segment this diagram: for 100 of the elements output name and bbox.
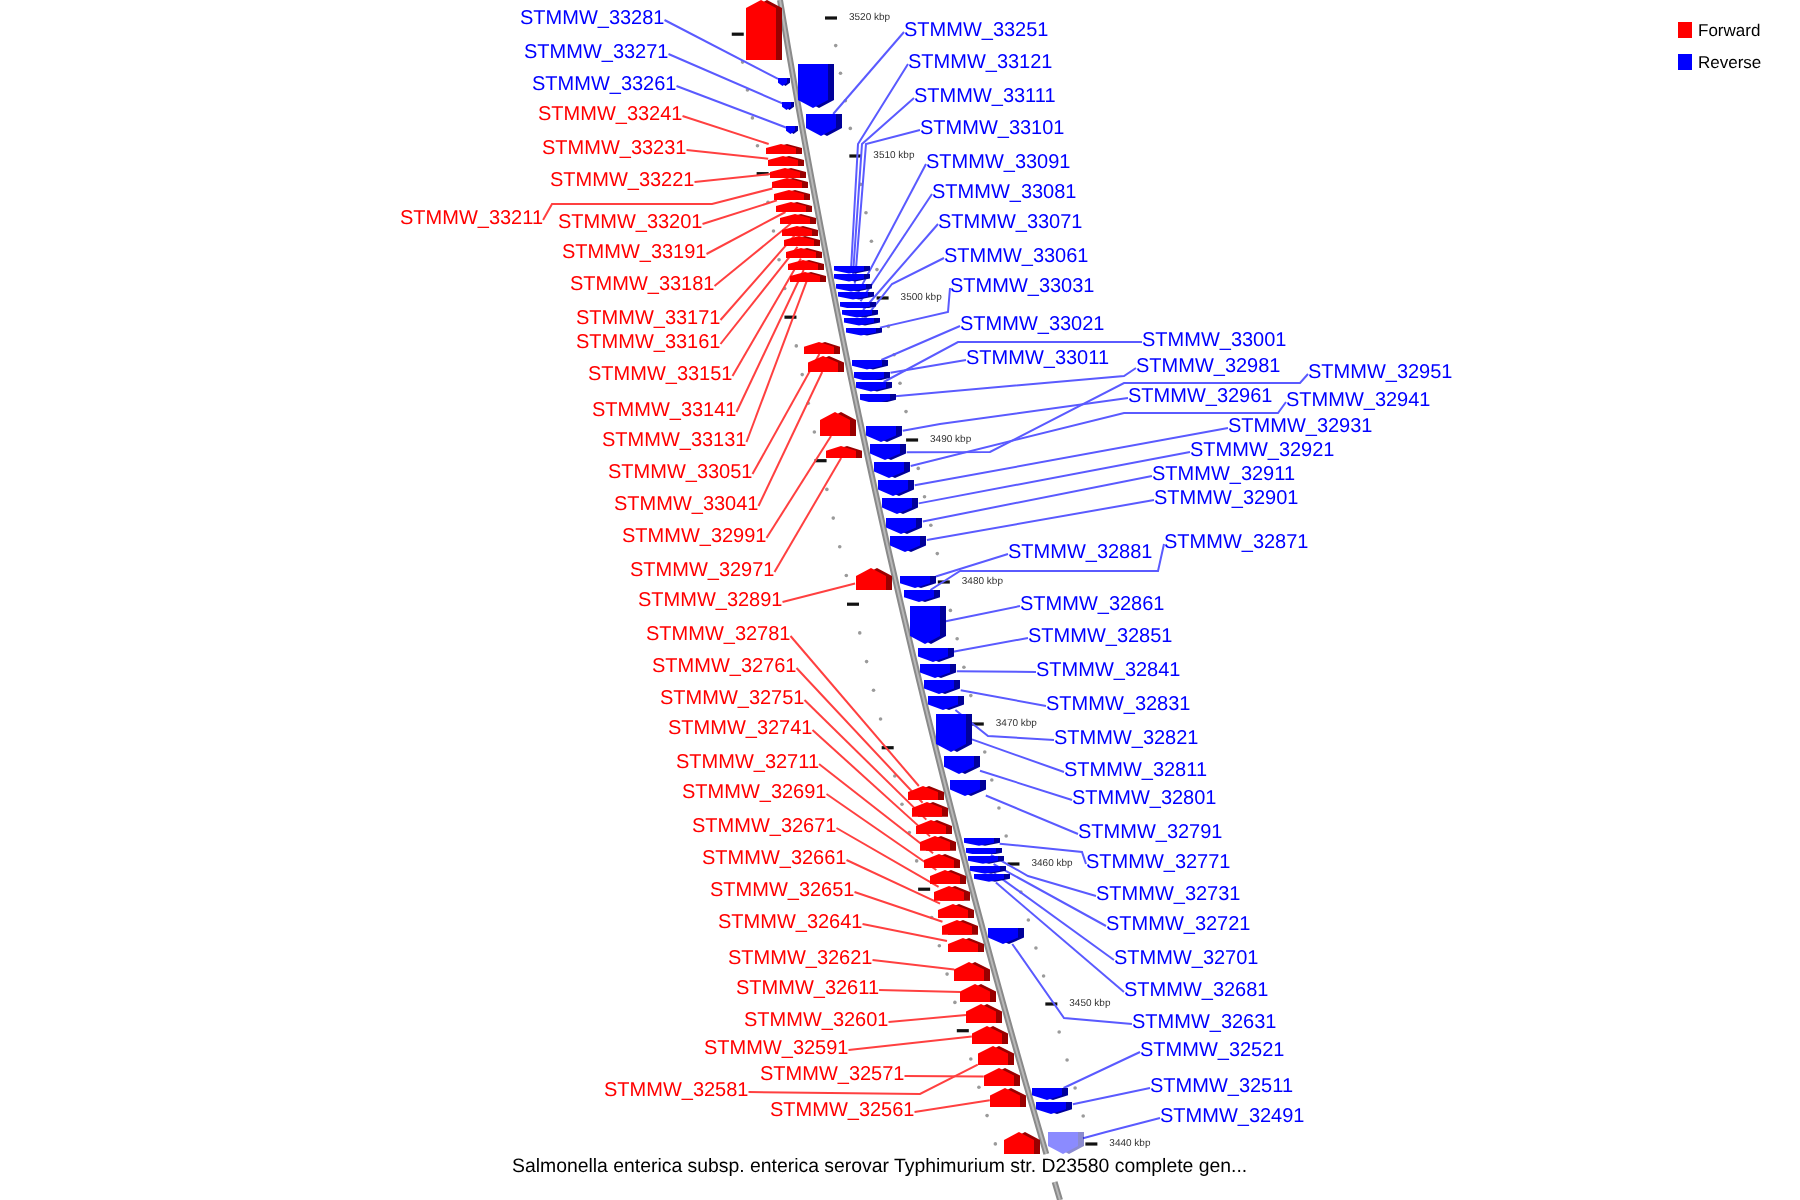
gene-label: STMMW_32731 <box>1096 884 1241 908</box>
gene-block <box>878 480 915 497</box>
gene-label: STMMW_33251 <box>904 20 1049 44</box>
leader-line <box>731 257 802 377</box>
gene-label: STMMW_32711 <box>676 752 820 776</box>
gene-block <box>971 1025 1008 1044</box>
gene-block <box>949 780 986 796</box>
leader-line <box>789 635 920 787</box>
leader-line <box>905 373 1309 454</box>
gene-label: STMMW_32741 <box>668 718 813 742</box>
gene-block <box>840 301 876 309</box>
gene-label: STMMW_33131 <box>602 430 747 454</box>
leader-line <box>882 341 1143 383</box>
gene-block <box>774 190 811 201</box>
leader-line <box>955 670 1037 673</box>
gene-label: STMMW_33001 <box>1142 330 1287 354</box>
leader-line <box>925 499 1155 541</box>
leader-line <box>880 325 961 361</box>
gene-label: STMMW_32931 <box>1228 416 1373 440</box>
gene-block <box>973 874 1010 883</box>
gene-block <box>790 271 827 282</box>
gene-block <box>915 819 952 835</box>
gene-block <box>854 371 891 381</box>
gene-label: STMMW_33201 <box>558 212 703 236</box>
gene-block <box>968 856 1005 865</box>
gene-block <box>845 327 882 336</box>
gene-block <box>785 248 822 259</box>
gene-block <box>770 167 807 178</box>
leader-line <box>803 699 928 821</box>
leader-line <box>719 245 799 345</box>
gene-block <box>928 696 965 710</box>
leader-line <box>903 1075 985 1078</box>
gene-label: STMMW_33071 <box>938 212 1083 236</box>
leader-line <box>795 667 924 804</box>
leader-line <box>1071 1087 1151 1106</box>
gene-block <box>937 903 974 919</box>
gene-block <box>886 517 923 533</box>
leader-line <box>959 689 1047 707</box>
gene-label: STMMW_32561 <box>770 1100 915 1124</box>
leader-line <box>971 738 1065 773</box>
gene-label: STMMW_32881 <box>1008 542 1153 566</box>
gene-label: STMMW_32631 <box>1132 1012 1277 1036</box>
leader-line <box>894 367 1137 398</box>
gene-label: STMMW_32861 <box>1020 594 1165 618</box>
gene-label: STMMW_33021 <box>960 314 1105 338</box>
gene-block <box>838 292 875 300</box>
gene-label: STMMW_33141 <box>592 400 737 424</box>
gene-block <box>1032 1088 1069 1100</box>
gene-block <box>954 962 991 981</box>
gene-block <box>859 393 896 403</box>
gene-block <box>988 928 1025 944</box>
gene-label: STMMW_33101 <box>920 118 1065 142</box>
leader-line <box>693 173 772 183</box>
gene-label: STMMW_33041 <box>614 494 759 518</box>
leader-line <box>757 371 824 507</box>
gene-block <box>983 1067 1020 1086</box>
gene-label: STMMW_32771 <box>1086 852 1231 876</box>
gene-block <box>966 847 1003 855</box>
gene-block <box>836 283 873 292</box>
gene-block <box>903 590 940 602</box>
leader-line <box>913 427 1229 487</box>
gene-label: STMMW_33231 <box>542 138 687 162</box>
leader-line <box>701 199 778 225</box>
gene-block <box>808 356 844 372</box>
leader-line <box>663 19 780 80</box>
leader-line <box>852 97 915 276</box>
gene-block <box>768 155 805 166</box>
gene-label: STMMW_32621 <box>728 948 873 972</box>
leader-line <box>765 435 833 539</box>
leader-line <box>989 853 1097 897</box>
legend-label: Reverse <box>1698 52 1762 72</box>
gene-block <box>942 920 979 936</box>
gene-block <box>965 1004 1002 1023</box>
leader-line <box>857 163 927 294</box>
leader-line <box>992 863 1107 927</box>
legend-label: Forward <box>1698 20 1761 40</box>
leader-line <box>781 582 857 603</box>
gene-block <box>843 318 880 327</box>
gene-label: STMMW_33161 <box>576 332 721 356</box>
gene-label: STMMW_32601 <box>744 1010 889 1034</box>
gene-label: STMMW_33271 <box>524 42 669 66</box>
leader-line <box>887 1014 967 1023</box>
gene-label: STMMW_33011 <box>966 348 1110 372</box>
gene-label: STMMW_32971 <box>630 560 775 584</box>
gene-block <box>745 0 782 60</box>
gene-label: STMMW_32671 <box>692 816 837 840</box>
leader-line <box>993 872 1115 961</box>
gene-block <box>820 412 857 436</box>
leader-line <box>542 187 774 221</box>
gene-label: STMMW_33121 <box>908 52 1053 76</box>
leader-line <box>735 269 805 413</box>
gene-block <box>944 756 980 774</box>
leader-line <box>818 763 935 855</box>
leader-line <box>944 605 1021 623</box>
leader-line <box>745 280 808 443</box>
leader-line <box>685 149 770 160</box>
gene-block <box>855 568 892 590</box>
leader-line <box>705 211 787 255</box>
gene-block <box>924 680 961 694</box>
gene-block <box>920 836 957 852</box>
